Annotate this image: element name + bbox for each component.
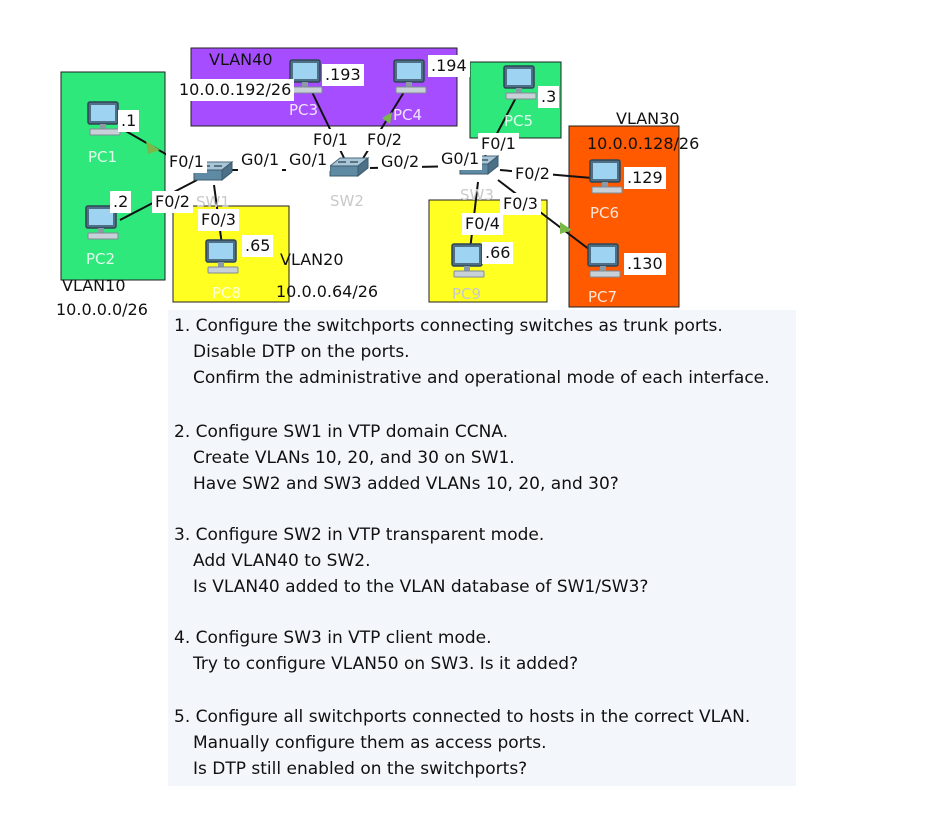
task-3: 3. Configure SW2 in VTP transparent mode…	[174, 522, 648, 600]
pc6-ip-label: .129	[624, 167, 666, 189]
task-5-line-2: Manually configure them as access ports.	[193, 733, 547, 753]
sw2-g02-port-label: G0/2	[378, 151, 423, 173]
pc4-icon[interactable]	[393, 59, 427, 94]
pc2-ip-label: .2	[110, 191, 132, 213]
sw2-f02-port-label: F0/2	[364, 129, 405, 151]
task-2-line-1: 2. Configure SW1 in VTP domain CCNA.	[174, 422, 509, 442]
vlan10-name: VLAN10	[62, 276, 126, 295]
sw1-f02-port-label: F0/2	[152, 191, 193, 213]
task-1-line-1: 1. Configure the switchports connecting …	[174, 316, 723, 336]
task-3-line-3: Is VLAN40 added to the VLAN database of …	[193, 577, 649, 597]
sw2-f01-port-label: F0/1	[310, 129, 351, 151]
link-sw3-pc7	[497, 179, 591, 251]
sw3-f03-port-label: F0/3	[500, 193, 541, 215]
task-2-line-3: Have SW2 and SW3 added VLANs 10, 20, and…	[193, 474, 619, 494]
task-1-line-2: Disable DTP on the ports.	[193, 342, 410, 362]
pc9-name: PC9	[452, 285, 482, 303]
sw1-f01-port-label: F0/1	[166, 151, 207, 173]
vlan40-name: VLAN40	[209, 50, 273, 69]
task-1: 1. Configure the switchports connecting …	[174, 313, 770, 391]
sw3-f04-port-label: F0/4	[462, 213, 503, 235]
pc3-icon[interactable]	[289, 59, 323, 94]
pc2-name: PC2	[86, 250, 116, 268]
pc7-name: PC7	[588, 288, 618, 306]
vlan20-subnet: 10.0.0.64/26	[276, 282, 379, 301]
task-4-line-1: 4. Configure SW3 in VTP client mode.	[174, 628, 492, 648]
lab-task-list: 1. Configure the switchports connecting …	[168, 310, 796, 786]
sw1-name: SW1	[196, 193, 230, 211]
vlan20-name: VLAN20	[280, 250, 344, 269]
pc9-icon[interactable]	[451, 243, 485, 278]
pc4-name: PC4	[393, 106, 423, 124]
sw3-g01-port-label: G0/1	[438, 148, 483, 170]
pc3-name: PC3	[289, 101, 319, 119]
sw1-f03-port-label: F0/3	[198, 209, 239, 231]
pc8-name: PC8	[212, 284, 242, 302]
sw3-name: SW3	[460, 186, 494, 204]
vlan10-subnet: 10.0.0.0/26	[56, 300, 148, 319]
task-4: 4. Configure SW3 in VTP client mode. Try…	[174, 625, 578, 677]
task-3-line-1: 3. Configure SW2 in VTP transparent mode…	[174, 525, 545, 545]
sw2-switch-icon[interactable]	[329, 157, 369, 177]
sw2-g01-port-label: G0/1	[286, 149, 331, 171]
pc1-ip-label: .1	[118, 110, 140, 132]
sw1-g01-port-label: G0/1	[238, 149, 283, 171]
task-3-line-2: Add VLAN40 to SW2.	[193, 551, 371, 571]
pc3-ip-label: .193	[322, 64, 364, 86]
pc5-icon[interactable]	[503, 65, 537, 100]
sw3-f01-port-label: F0/1	[478, 133, 519, 155]
pc8-icon[interactable]	[205, 239, 239, 274]
task-2: 2. Configure SW1 in VTP domain CCNA. Cre…	[174, 419, 619, 497]
task-1-line-3: Confirm the administrative and operation…	[193, 368, 770, 388]
pc4-ip-label: .194	[428, 55, 470, 77]
pc5-name: PC5	[504, 112, 534, 130]
pc7-ip-label: .130	[624, 253, 666, 275]
task-4-line-2: Try to configure VLAN50 on SW3. Is it ad…	[193, 654, 579, 674]
vlan40-subnet: 10.0.0.192/26	[176, 79, 295, 101]
pc6-name: PC6	[590, 204, 620, 222]
sw2-name: SW2	[330, 192, 364, 210]
sw3-f02-port-label: F0/2	[512, 163, 553, 185]
pc1-icon[interactable]	[87, 101, 121, 136]
vlan30-name: VLAN30	[616, 109, 680, 128]
pc6-icon[interactable]	[589, 159, 623, 194]
vlan30-zone	[568, 125, 680, 308]
vlan30-subnet: 10.0.0.128/26	[587, 134, 700, 153]
pc8-ip-label: .65	[242, 235, 274, 257]
pc9-ip-label: .66	[482, 242, 514, 264]
pc5-ip-label: .3	[538, 86, 560, 108]
pc1-name: PC1	[88, 148, 118, 166]
task-5: 5. Configure all switchports connected t…	[174, 704, 750, 782]
task-2-line-2: Create VLANs 10, 20, and 30 on SW1.	[193, 448, 515, 468]
pc7-icon[interactable]	[587, 243, 621, 278]
task-5-line-1: 5. Configure all switchports connected t…	[174, 707, 751, 727]
task-5-line-3: Is DTP still enabled on the switchports?	[193, 759, 528, 779]
